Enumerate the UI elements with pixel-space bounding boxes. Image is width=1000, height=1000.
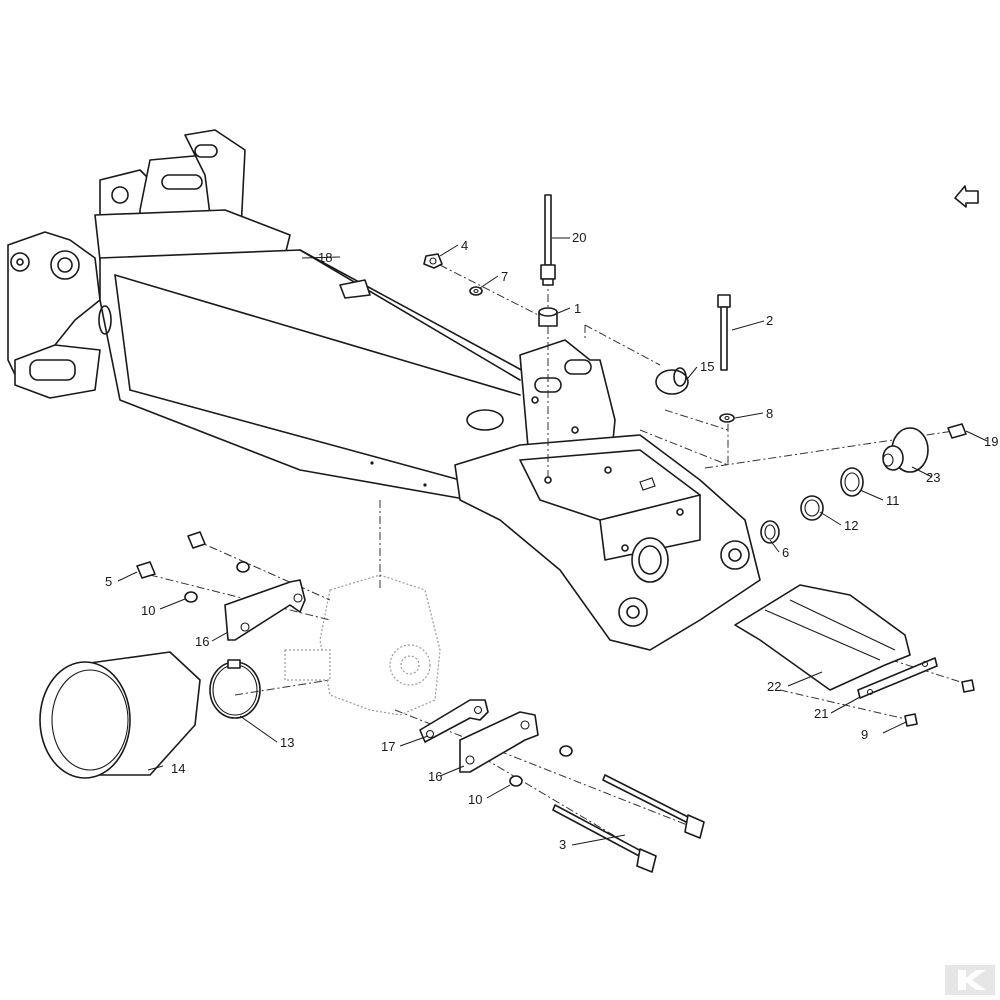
part-23-flange (882, 427, 929, 473)
callout-7: 7 (501, 269, 508, 284)
gearbox-phantom (284, 574, 441, 716)
callout-13: 13 (280, 735, 294, 750)
part-2-bolt (717, 294, 731, 371)
callout-labels: 1 2 3 4 5 6 7 8 9 10 10 11 12 13 14 15 1… (105, 230, 998, 852)
callout-19: 19 (984, 434, 998, 449)
part-4-nut (423, 253, 443, 269)
part-10-washer-lower (509, 745, 573, 787)
part-13-clamp-ring (209, 659, 261, 719)
callout-4: 4 (461, 238, 468, 253)
callout-10-lower: 10 (468, 792, 482, 807)
part-3-bolt (552, 774, 705, 873)
callout-9: 9 (861, 727, 868, 742)
brand-k-logo (945, 965, 995, 995)
part-11-ring (840, 467, 864, 497)
part-1-plug (538, 307, 558, 327)
part-6-circlip (760, 520, 780, 544)
part-17-clamp-lower (419, 699, 489, 743)
part-12-ring (800, 495, 824, 521)
callout-2: 2 (766, 313, 773, 328)
callout-5: 5 (105, 574, 112, 589)
callout-20: 20 (572, 230, 586, 245)
callout-3: 3 (559, 837, 566, 852)
callout-8: 8 (766, 406, 773, 421)
callout-17: 17 (381, 739, 395, 754)
part-16-clamp-lower (459, 711, 539, 773)
part-15-knob (655, 367, 689, 395)
callout-22: 22 (767, 679, 781, 694)
part-8-washer (719, 413, 735, 423)
part-7-washer (469, 286, 483, 296)
callout-6: 6 (782, 545, 789, 560)
callout-10-upper: 10 (141, 603, 155, 618)
part-10-washer-upper (184, 561, 250, 603)
part-5-nut (136, 531, 206, 579)
main-frame (7, 129, 761, 651)
part-14-shield (39, 651, 201, 779)
callout-14: 14 (171, 761, 185, 776)
callout-12: 12 (844, 518, 858, 533)
callout-11: 11 (886, 493, 900, 508)
callout-15: 15 (700, 359, 714, 374)
callout-21: 21 (814, 706, 828, 721)
direction-arrow-icon (954, 185, 979, 208)
part-19-bolt (947, 423, 967, 439)
part-20-dipstick (540, 194, 556, 286)
part-21-strip (857, 657, 938, 699)
leader-lines (117, 237, 988, 846)
callout-16-lower: 16 (428, 769, 442, 784)
part-22-guard (734, 584, 911, 691)
callout-16-upper: 16 (195, 634, 209, 649)
callout-1: 1 (574, 301, 581, 316)
callout-18: 18 (318, 250, 332, 265)
part-9-bolt (904, 679, 975, 727)
part-16-clamp-upper (224, 579, 306, 641)
callout-23: 23 (926, 470, 940, 485)
